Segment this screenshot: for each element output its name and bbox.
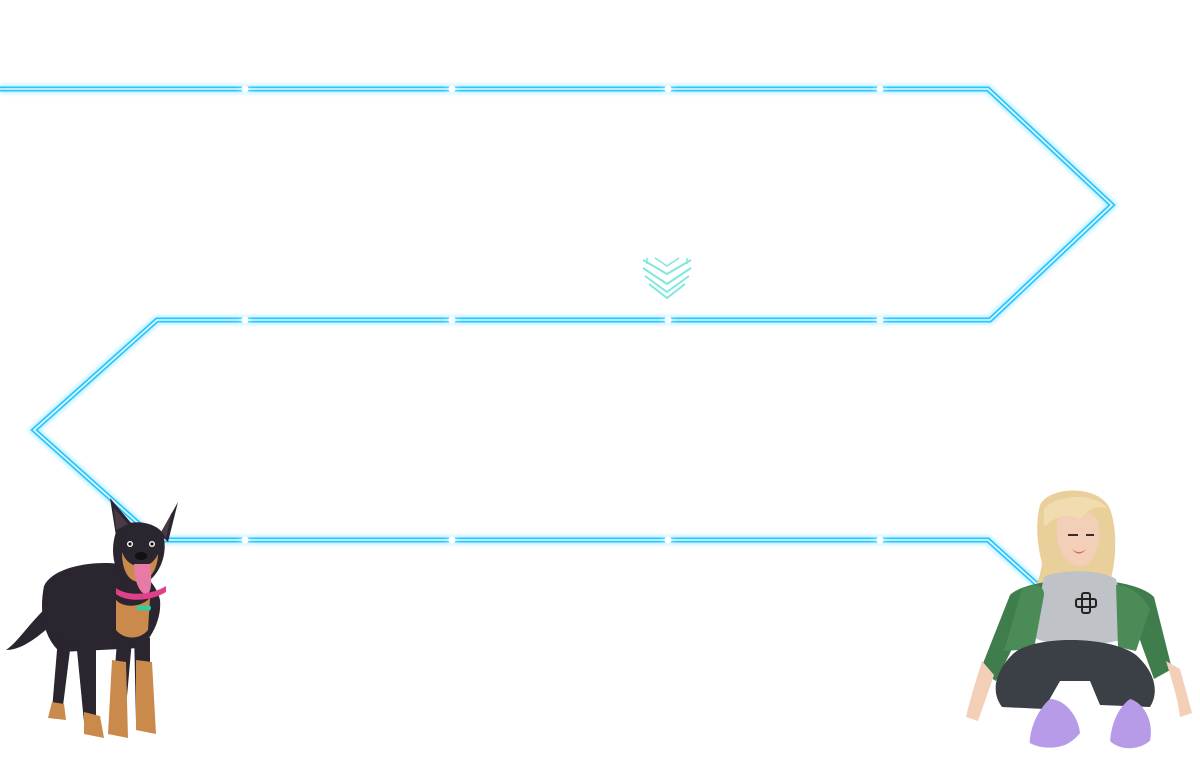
path-node (664, 85, 672, 93)
path-node (876, 85, 884, 93)
dog-character-icon (6, 498, 178, 738)
path-node (448, 536, 456, 544)
path-node (876, 316, 884, 324)
neon-path-line (0, 86, 1116, 589)
path-node (241, 536, 249, 544)
path-node (448, 316, 456, 324)
path-nodes (241, 85, 884, 544)
girl-character-icon (966, 490, 1192, 757)
path-node (448, 85, 456, 93)
chevron-marker-icon[interactable] (642, 257, 692, 299)
path-node (241, 316, 249, 324)
path-node (664, 536, 672, 544)
path-node (876, 536, 884, 544)
path-node (241, 85, 249, 93)
path-node (664, 316, 672, 324)
